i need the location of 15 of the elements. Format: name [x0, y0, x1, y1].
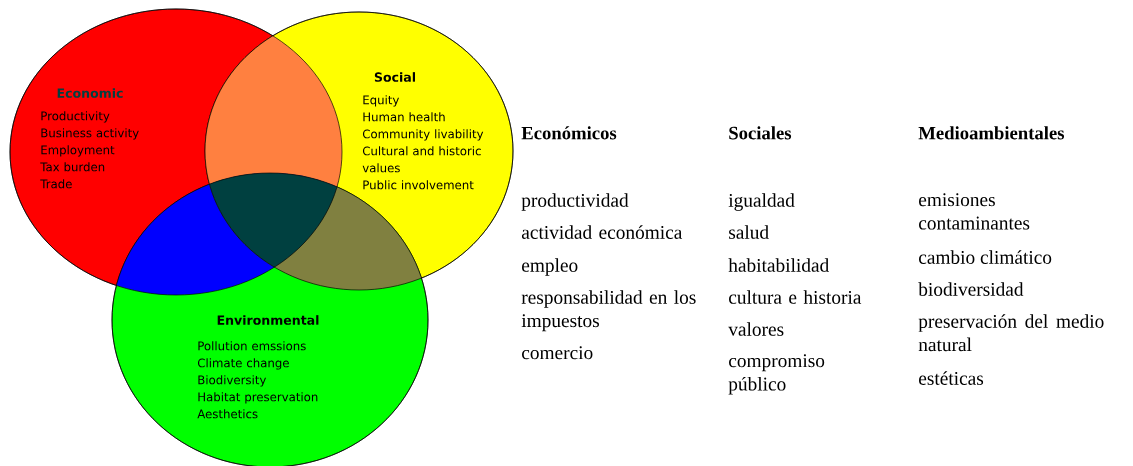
list-item: compromiso público	[728, 354, 825, 395]
list-item: estéticas	[919, 371, 984, 385]
list-item: responsabilidad en los impuestos	[521, 290, 696, 332]
column-heading: Sociales	[729, 126, 792, 140]
list-item: habitabilidad	[728, 258, 829, 272]
list-item: igualdad	[728, 193, 795, 211]
list-item: comercio	[522, 346, 593, 360]
list-item: emisiones contaminantes	[919, 193, 1030, 230]
column-heading: Medioambientales	[918, 126, 1065, 140]
list-item: valores	[728, 322, 784, 336]
list-item: preservación del medio natural	[918, 314, 1104, 352]
list-item: cultura e historia	[729, 290, 862, 304]
list-item: biodiversidad	[918, 282, 1024, 296]
list-item: salud	[729, 225, 769, 239]
list-item: cambio climático	[919, 250, 1052, 264]
